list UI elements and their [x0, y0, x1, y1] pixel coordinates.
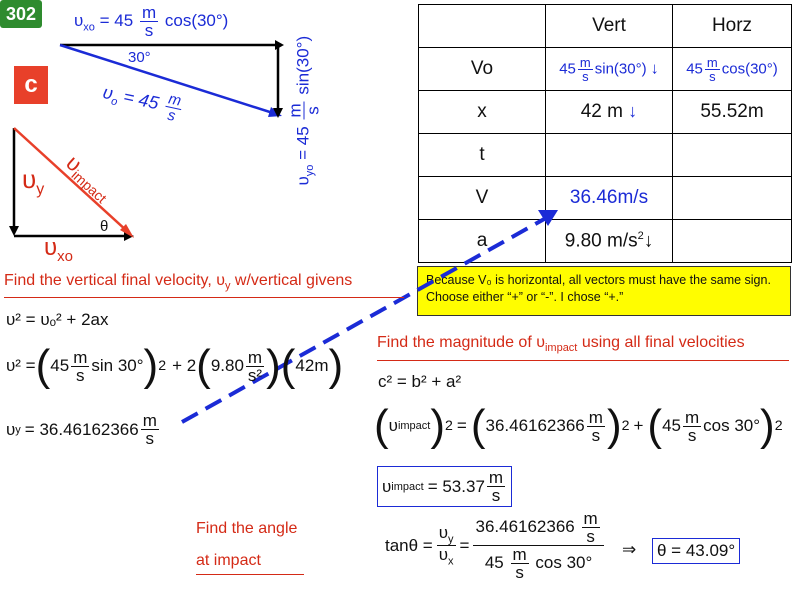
t-horz-cell [672, 133, 792, 177]
table-row: a 9.80 m/s2↓ [418, 219, 792, 263]
theta-label: θ [100, 218, 109, 235]
angle-label: 30° [128, 49, 151, 66]
vo-vector [59, 43, 274, 115]
table-header-cell [418, 4, 546, 48]
table-row: x 42 m ↓ 55.52m [418, 90, 792, 134]
sign-convention-note: Because V₀ is horizontal, all vectors mu… [417, 266, 791, 316]
pythagorean-equation: c² = b² + a² [378, 372, 462, 391]
vertical-velocity-heading: Find the vertical final velocity, υy w/v… [4, 272, 353, 293]
row-label: Vo [418, 47, 546, 91]
table-header-cell: Vert [545, 4, 673, 48]
impact-magnitude-heading: Find the magnitude of υimpact using all … [377, 334, 745, 355]
row-label: a [418, 219, 546, 263]
impact-heading-rule [377, 360, 789, 361]
implies-arrow: ⇒ [622, 540, 637, 559]
part-label: c [14, 66, 48, 104]
a-vert-cell: 9.80 m/s2↓ [545, 219, 673, 263]
equation-1: υ² = υₒ² + 2ax [6, 310, 109, 329]
velocity-triangle-diagram [59, 40, 284, 118]
impact-triangle-diagram [9, 127, 134, 241]
table-row: t [418, 133, 792, 177]
connector-arrow [181, 210, 558, 424]
row-label: t [418, 133, 546, 177]
x-vert-cell: 42 m ↓ [545, 90, 673, 134]
angle-heading-line1: Find the angle [196, 520, 298, 537]
vxo-label: υxo [44, 234, 73, 265]
x-horz-cell: 55.52m [672, 90, 792, 134]
a-horz-cell [672, 219, 792, 263]
table-header-cell: Horz [672, 4, 792, 48]
theta-answer: θ = 43.09° [652, 538, 741, 564]
slide-number-badge: 302 [0, 0, 42, 28]
row-label: x [418, 90, 546, 134]
table-header-row: Vert Horz [418, 4, 792, 48]
heading-rule [4, 297, 404, 298]
v-horz-cell [672, 176, 792, 220]
angle-heading-line2: at impact [196, 552, 261, 569]
v-vert-cell: 36.46m/s [545, 176, 673, 220]
vy-label: υy [22, 164, 45, 199]
t-vert-cell [545, 133, 673, 177]
angle-heading-rule [196, 574, 304, 575]
